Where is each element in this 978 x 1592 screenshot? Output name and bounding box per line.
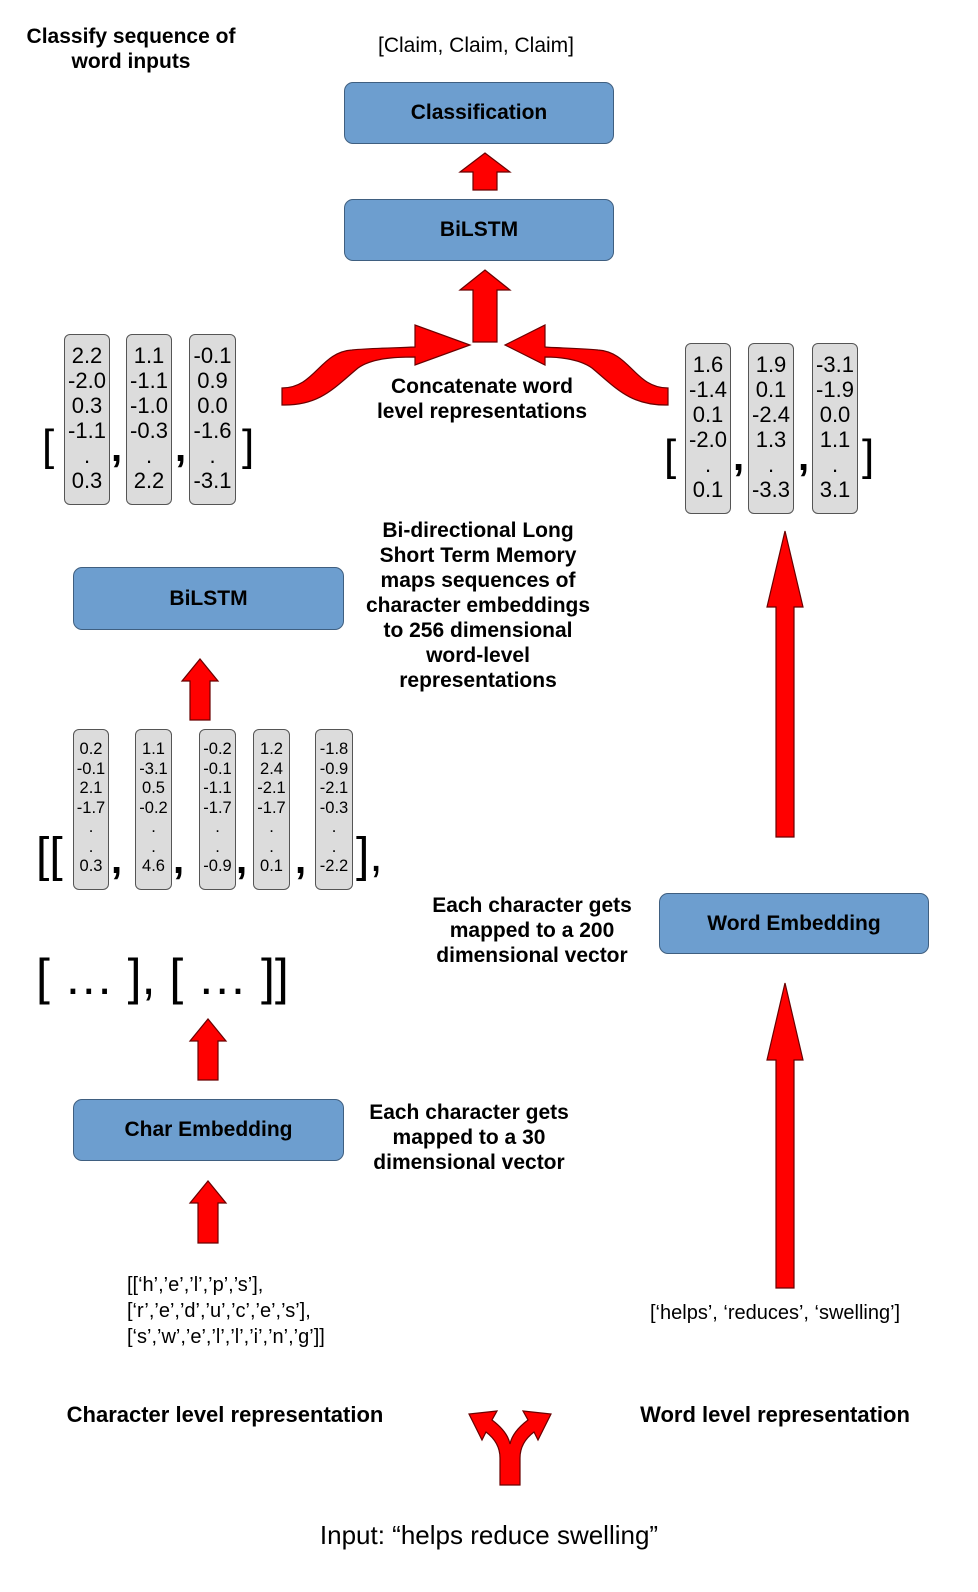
comma: ,	[111, 838, 123, 882]
arrow-up-charinput-to-embed	[188, 1180, 228, 1244]
curved-arrow-right	[503, 324, 669, 406]
vector-column: 1.2 2.4 -2.1 -1.7 . . 0.1	[253, 729, 290, 890]
concatenate-annotation: Concatenate word level representations	[376, 375, 588, 423]
ellipsis-vectors-row: [ … ], [ … ]]	[36, 949, 289, 1005]
comma: ,	[175, 426, 187, 470]
char-level-label: Character level representation	[66, 1402, 384, 1427]
output-label: [Claim, Claim, Claim]	[378, 34, 575, 57]
char-input-list: [[‘h’,’e’,’l’,’p’,’s’], [‘r’,’e’,’d’,’u’…	[127, 1274, 325, 1348]
arrow-up-concatenate-to-bilstm	[458, 269, 512, 343]
bracket-close: ]	[242, 421, 255, 470]
classification-box: Classification	[344, 82, 614, 144]
char-embedding-description: Each character gets mapped to a 30 dimen…	[369, 1101, 569, 1174]
word-embedding-box: Word Embedding	[659, 893, 929, 954]
bracket-open: [	[664, 431, 677, 480]
arrow-up-wordembed-to-vectors	[766, 530, 804, 838]
bracket-open-double: [[	[36, 829, 63, 882]
vector-column: 2.2 -2.0 0.3 -1.1 . 0.3	[64, 334, 110, 505]
comma: ,	[733, 435, 745, 479]
bracket-close: ]	[862, 431, 875, 480]
bilstm-char-box: BiLSTM	[73, 567, 344, 630]
vector-column: 1.6 -1.4 0.1 -2.0 . 0.1	[685, 343, 731, 514]
bilstm-top-box: BiLSTM	[344, 199, 614, 261]
input-sentence: Input: “helps reduce swelling”	[319, 1520, 659, 1550]
bracket-open: [	[42, 421, 55, 470]
vector-column: 1.1 -3.1 0.5 -0.2 . . 4.6	[135, 729, 172, 890]
comma: ,	[295, 838, 307, 882]
diagram-title: Classify sequence of word inputs	[26, 25, 236, 73]
char-embedding-box: Char Embedding	[73, 1099, 344, 1161]
comma: ,	[798, 435, 810, 479]
split-arrow	[468, 1410, 552, 1486]
arrow-up-charembed-to-vectors	[188, 1018, 228, 1081]
word-level-label: Word level representation	[640, 1402, 910, 1427]
vector-column: -3.1 -1.9 0.0 1.1 . 3.1	[812, 343, 858, 514]
vector-column: -0.2 -0.1 -1.1 -1.7 . . -0.9	[199, 729, 236, 890]
word-input-list: [‘helps’, ‘reduces’, ‘swelling’]	[650, 1302, 901, 1324]
vector-column: -0.1 0.9 0.0 -1.6 . -3.1	[189, 334, 236, 505]
arrow-up-bilstm-to-classification	[458, 152, 512, 191]
word-embedding-description: Each character gets mapped to a 200 dime…	[432, 894, 632, 967]
bracket-close-comma: ],	[356, 829, 383, 882]
curved-arrow-left	[281, 324, 472, 406]
arrow-up-wordinput-to-embed	[766, 982, 804, 1289]
vector-column: 0.2 -0.1 2.1 -1.7 . . 0.3	[73, 729, 109, 890]
vector-column: 1.1 -1.1 -1.0 -0.3 . 2.2	[126, 334, 172, 505]
comma: ,	[236, 838, 248, 882]
comma: ,	[173, 838, 185, 882]
bilstm-description: Bi-directional Long Short Term Memory ma…	[365, 519, 591, 692]
comma: ,	[111, 426, 123, 470]
vector-column: -1.8 -0.9 -2.1 -0.3 . . -2.2	[315, 729, 353, 890]
arrow-up-charvectors-to-bilstm	[180, 658, 220, 721]
vector-column: 1.9 0.1 -2.4 1.3 . -3.3	[748, 343, 794, 514]
